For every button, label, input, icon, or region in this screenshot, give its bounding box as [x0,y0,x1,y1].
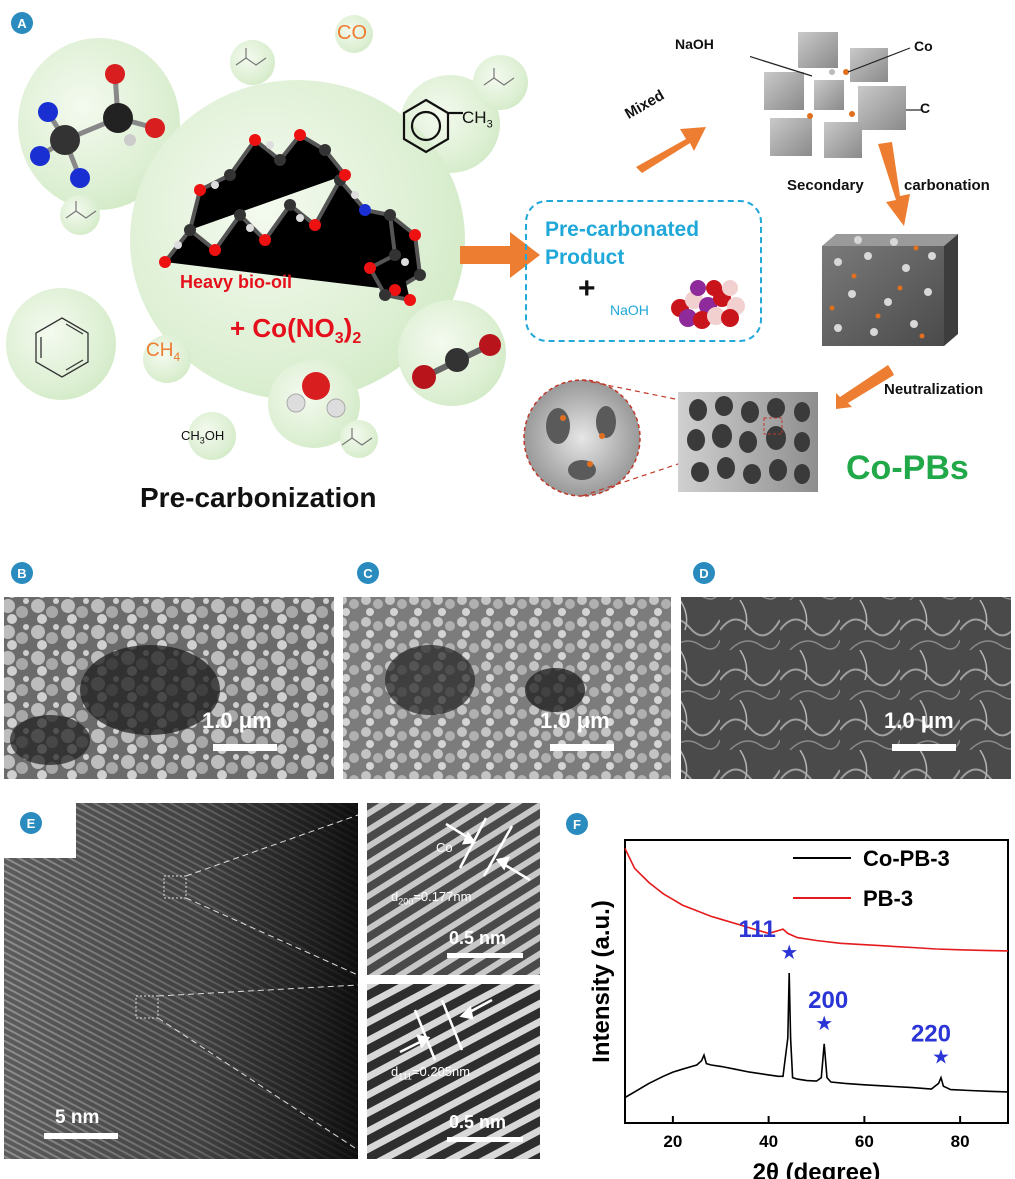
alkane-icon-1 [235,48,267,66]
x-tick-label-20: 20 [663,1132,682,1151]
benzene-icon [35,317,89,378]
heavy-biooil-label: Heavy bio-oil [180,272,293,292]
toluene-ch3-label: CH3 [462,108,493,131]
peak-star-200: ★ [815,1013,833,1035]
co2-molecule-icon [412,334,501,389]
ch4-label: CH4 [146,340,181,364]
plot-frame [624,839,1009,1124]
peak-label-200: 200 [808,987,848,1014]
y-axis-label: Intensity (a.u.) [588,900,615,1063]
tem-bottom-scale-label: 0.5 nm [449,1112,507,1132]
bubble-small-1 [60,195,100,235]
bubble-small-6 [143,335,191,383]
bubble-small-4 [188,412,236,460]
xrd-chart: 20 40 60 80 2θ (degree) Intensity (a.u.) Co-PB… [588,839,1009,1179]
sem-c-scale-label: 1.0 μm [540,708,610,733]
naoh-crystal-icon [671,280,745,329]
peak-star-220: ★ [932,1047,950,1069]
panel-b-badge: B [11,562,33,584]
sem-b-scalebar [213,744,277,751]
sem-d-scale-label: 1.0 μm [884,708,954,733]
water-molecule-icon [286,372,346,418]
sem-c-scalebar [550,744,614,751]
legend-label-PB-3: PB-3 [863,886,913,911]
carbon-cube-icon [822,234,958,346]
bubble-small-7 [335,15,373,53]
porous-block-icon [523,379,818,497]
arrow-to-product-icon [460,232,540,278]
secondary-carbonation-arrow-icon [878,142,910,226]
tem-inset-top [367,803,540,975]
neutralization-label: Neutralization [884,381,984,398]
panel-a-lineart [30,48,540,446]
peak-label-220: 220 [911,1021,951,1048]
ch3oh-label: CH3OH [181,428,225,446]
sem-b-scale-label: 1.0 μm [202,708,272,733]
series-line-Co-PB-3 [624,972,1009,1099]
c-label: C [920,100,931,116]
carbonation-label: carbonation [904,177,990,194]
series-line-PB-3 [624,848,1009,952]
co-no3-label: + Co(NO3)2 [230,313,362,348]
panel-f-badge: F [566,813,588,835]
tem-top-scalebar [447,953,523,958]
naoh-small-label: NaOH [610,302,649,318]
sem-d-scalebar [892,744,956,751]
co-atom-label: Co [914,38,933,54]
x-tick-label-40: 40 [759,1132,778,1151]
plus-sign: + [578,272,596,305]
precarbonated-product-box [525,200,762,342]
exploded-cubes-icon [750,32,922,158]
peak-label-111: 111 [739,916,776,943]
x-tick-label-80: 80 [951,1132,970,1151]
tem-bottom-scalebar [447,1137,523,1142]
legend-label-Co-PB-3: Co-PB-3 [863,846,950,871]
panel-c-badge: C [357,562,379,584]
precarbonated-product-label: Pre-carbonated Product [545,218,700,269]
alkane-icon-3 [65,201,97,219]
toluene-icon [402,98,463,154]
tem-main-scalebar [44,1133,118,1139]
co-label: CO [337,22,367,44]
alkane-icon-2 [483,68,515,86]
panel-e-badge: E [20,812,42,834]
bubble-benzene [6,288,116,400]
mixed-arrow-icon [636,127,706,173]
peak-star-111: ★ [780,942,798,964]
tem-top-co-label: Co [436,840,453,855]
neutralization-arrow-icon [836,365,894,409]
sem-image-d [681,597,1011,779]
urea-molecule-icon [30,64,165,188]
tem-top-d-label: d200=0.177nm [391,889,472,907]
tem-bottom-d-label: d111=0.205nm [391,1064,471,1082]
tem-main-scale-label: 5 nm [55,1107,100,1128]
secondary-label: Secondary [787,177,864,194]
panel-a-badge: A [11,12,33,34]
bubble-small-5 [340,420,378,458]
naoh-label: NaOH [675,36,714,52]
precarbonization-title: Pre-carbonization [140,482,377,513]
heavy-biooil-atoms [159,129,426,306]
tem-inset-bottom [367,984,540,1159]
co-pbs-label: Co-PBs [846,449,969,487]
tem-top-scale-label: 0.5 nm [449,928,507,948]
x-axis-label: 2θ (degree) [753,1159,881,1179]
alkane-icon-4 [341,428,373,446]
panel-d-badge: D [693,562,715,584]
x-tick-label-60: 60 [855,1132,874,1151]
